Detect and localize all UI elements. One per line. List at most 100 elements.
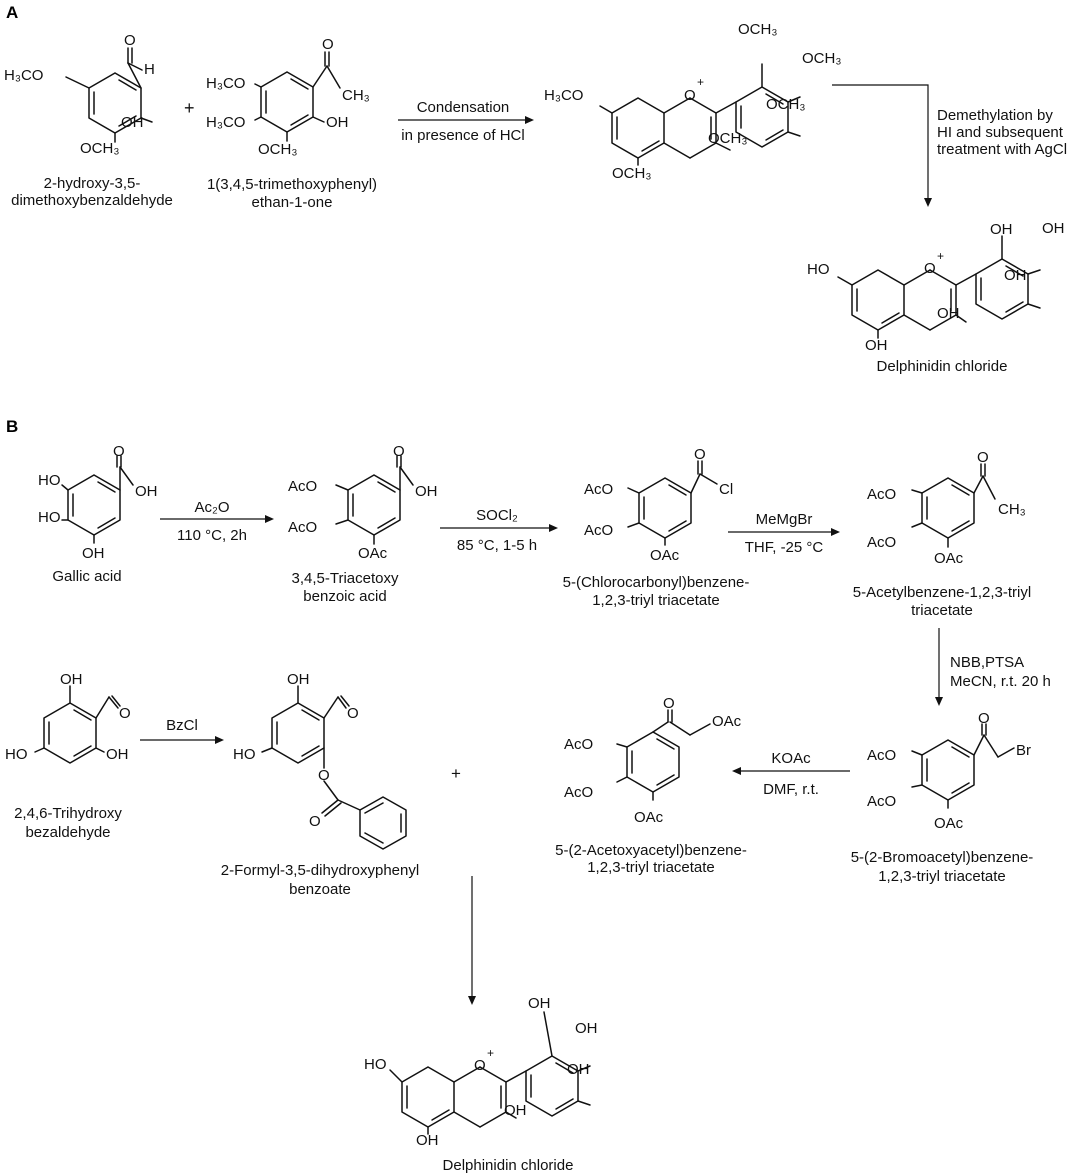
- a-prod-hydroxyl-r1: OH: [1042, 220, 1065, 237]
- a-r1-name-line2: dimethoxybenzaldehyde: [11, 192, 173, 209]
- a-int-methoxy-left: H₃CO: [544, 87, 583, 104]
- b-step5-arrowhead: [732, 767, 741, 775]
- b-acetyl-structure: AcO AcO OAc O CH₃: [867, 449, 1026, 567]
- b-bromo-name-line1: 5-(2-Bromoacetyl)benzene-: [851, 849, 1034, 866]
- b-triacetoxy-acid-structure: AcO AcO OAc O OH: [288, 443, 438, 562]
- b-gallic-hydroxyl-1: HO: [38, 472, 61, 489]
- b-tri-acid-acetoxy-1: AcO: [288, 478, 317, 495]
- b-step5-above: KOAc: [771, 750, 811, 767]
- b-acetyl-name-line2: triacetate: [911, 602, 973, 619]
- b-step3-above: MeMgBr: [756, 511, 813, 528]
- a-r1-methoxy-bottom: OCH₃: [80, 140, 119, 157]
- b-tri-acid-acetoxy-2: AcO: [288, 519, 317, 536]
- b-gallic-acid-structure: HO HO OH O OH: [38, 443, 158, 562]
- a-prod-positive-charge: +: [937, 249, 944, 263]
- b-prod-ring-oxygen: O: [474, 1057, 486, 1074]
- b-acetoxyacetyl-structure: AcO AcO OAc O OAc: [564, 695, 742, 826]
- b-bromo-acetoxy-1: AcO: [867, 747, 896, 764]
- a-int-methoxy-r2: OCH₃: [766, 96, 805, 113]
- a-demethylation-arrow: [832, 84, 929, 203]
- a-r2-name-line2: ethan-1-one: [252, 194, 333, 211]
- b-gallic-carbonyl-oxygen: O: [113, 443, 125, 460]
- b-acetoxyacetyl-acetoxy-2: AcO: [564, 784, 593, 801]
- a-r2-methoxy-2: H₃CO: [206, 114, 245, 131]
- b-acyl-cl-name-line1: 5-(Chlorocarbonyl)benzene-: [563, 574, 750, 591]
- b-trihydroxy-hydroxyl-top: OH: [60, 671, 83, 688]
- b-acyl-cl-acetoxy-3: OAc: [650, 547, 680, 564]
- b-bromo-name-line2: 1,2,3-triyl triacetate: [878, 868, 1006, 885]
- b-acyl-cl-acetoxy-2: AcO: [584, 522, 613, 539]
- panel-a-label: A: [6, 3, 18, 22]
- b-acetyl-name-line1: 5-Acetylbenzene-1,2,3-triyl: [853, 584, 1031, 601]
- a-delphinidin-structure: HO O + OH OH OH OH OH: [807, 220, 1065, 354]
- b-formyl-carbonyl-oxygen: O: [309, 813, 321, 830]
- b-delphinidin-structure: HO O + OH OH OH OH OH: [364, 995, 598, 1149]
- b-tri-acid-name-line1: 3,4,5-Triacetoxy: [292, 570, 399, 587]
- b-step2-below: 85 °C, 1-5 h: [457, 537, 537, 554]
- a-reactant1-structure: H₃CO O H OH OCH₃: [4, 32, 155, 157]
- a-prod-hydroxyl-c3: OH: [937, 305, 960, 322]
- a-r2-hydroxyl: OH: [326, 114, 349, 131]
- a-prod-hydroxyl-left: HO: [807, 261, 830, 278]
- a-r1-cho-h: H: [144, 61, 155, 78]
- a-prod-hydroxyl-top: OH: [990, 221, 1013, 238]
- b-acetyl-methyl: CH₃: [998, 501, 1026, 518]
- a-r2-carbonyl-oxygen: O: [322, 36, 334, 53]
- a-int-positive-charge: +: [697, 75, 704, 89]
- b-step2-above: SOCl₂: [476, 507, 518, 524]
- b-acid-chloride-structure: AcO AcO OAc O Cl: [584, 446, 733, 564]
- a-arrow2-line3: treatment with AgCl: [937, 141, 1067, 158]
- b-step3-arrowhead: [831, 528, 840, 536]
- b-final-arrowhead: [468, 996, 476, 1005]
- b-acetoxyacetyl-acetoxy-1: AcO: [564, 736, 593, 753]
- a-int-ring-oxygen: O: [684, 87, 696, 104]
- b-gallic-name: Gallic acid: [52, 568, 121, 585]
- a-r1-name-line1: 2-hydroxy-3,5-: [44, 175, 141, 192]
- a-intermediate-structure: H₃CO O + OCH₃ OCH₃ OCH₃ OCH₃ OCH₃: [544, 21, 841, 182]
- b-step5-below: DMF, r.t.: [763, 781, 819, 798]
- b-tri-acid-carbonyl-oxygen: O: [393, 443, 405, 460]
- b-prod-hydroxyl-r1: OH: [575, 1020, 598, 1037]
- b-plus-sign: +: [451, 764, 461, 783]
- b-gallic-hydroxyl-2: HO: [38, 509, 61, 526]
- a-prod-ring-oxygen: O: [924, 260, 936, 277]
- b-prod-hydroxyl-c3: OH: [504, 1102, 527, 1119]
- a-arrow1-above: Condensation: [417, 99, 510, 116]
- b-step1-above: Ac₂O: [195, 499, 230, 516]
- b-trihydroxy-name-line2: bezaldehyde: [25, 824, 110, 841]
- a-r2-methyl: CH₃: [342, 87, 370, 104]
- b-tri-acid-hydroxyl: OH: [415, 483, 438, 500]
- a-int-methoxy-r1: OCH₃: [802, 50, 841, 67]
- a-r2-methoxy-bottom: OCH₃: [258, 141, 297, 158]
- a-arrow1-below: in presence of HCl: [401, 127, 524, 144]
- a-product-name: Delphinidin chloride: [877, 358, 1008, 375]
- a-int-methoxy-c3: OCH₃: [708, 130, 747, 147]
- a-plus-sign: +: [184, 98, 195, 118]
- b-step6-above: BzCl: [166, 717, 198, 734]
- b-trihydroxy-aldehyde-oxygen: O: [119, 705, 131, 722]
- a-r1-methoxy-top: H₃CO: [4, 67, 43, 84]
- b-acetyl-carbonyl-oxygen: O: [977, 449, 989, 466]
- b-acyl-cl-chlorine: Cl: [719, 481, 733, 498]
- b-formyl-hydroxyl-top: OH: [287, 671, 310, 688]
- b-formyl-ester-oxygen: O: [318, 767, 330, 784]
- b-acetyl-acetoxy-3: OAc: [934, 550, 964, 567]
- a-prod-hydroxyl-bottom: OH: [865, 337, 888, 354]
- b-gallic-hydroxyl-3: OH: [82, 545, 105, 562]
- a-prod-hydroxyl-r2: OH: [1004, 267, 1027, 284]
- b-gallic-acid-hydroxyl: OH: [135, 483, 158, 500]
- b-acetoxyacetyl-acetoxy-chain: OAc: [712, 713, 742, 730]
- b-acyl-cl-oxygen: O: [694, 446, 706, 463]
- b-formyl-name-line2: benzoate: [289, 881, 351, 898]
- b-acetoxyacetyl-carbonyl-oxygen: O: [663, 695, 675, 712]
- b-step2-arrowhead: [549, 524, 558, 532]
- a-r2-name-line1: 1(3,4,5-trimethoxyphenyl): [207, 176, 377, 193]
- b-tri-acid-name-line2: benzoic acid: [303, 588, 386, 605]
- a-reactant2-structure: H₃CO H₃CO O CH₃ OH OCH₃: [206, 36, 370, 158]
- b-bromoacetyl-structure: AcO AcO OAc O Br: [867, 710, 1031, 832]
- b-acetyl-acetoxy-2: AcO: [867, 534, 896, 551]
- b-prod-hydroxyl-r2: OH: [567, 1061, 590, 1078]
- b-step1-below: 110 °C, 2h: [177, 527, 247, 544]
- b-step4-line1: NBB,PTSA: [950, 654, 1024, 671]
